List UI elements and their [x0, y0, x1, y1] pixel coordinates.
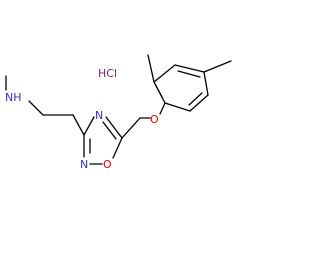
bond-ch2-ring	[72, 114, 85, 136]
bond-ar-6	[164, 102, 191, 112]
atom-n-ring-bottom: N	[80, 158, 88, 171]
atom-o-ring: O	[103, 158, 112, 171]
bond-ar-double-b	[177, 70, 201, 78]
bond-o-aryl	[159, 102, 166, 115]
bond-ortho-methyl	[147, 54, 155, 83]
atom-n-ring-top: N	[95, 109, 103, 122]
bond-para-methyl	[203, 60, 232, 73]
structure-canvas: NH N N O O HCl	[5, 54, 232, 171]
bond-ar-double-a	[154, 83, 163, 98]
bonds	[5, 54, 232, 165]
bond-n-ch2	[28, 100, 44, 116]
atom-n-methylamine: NH	[5, 91, 22, 104]
atom-o-ether: O	[150, 113, 159, 126]
bond-ar-2	[153, 64, 176, 83]
bond-n4-c5	[105, 116, 123, 139]
atom-labels: NH N N O O HCl	[5, 67, 159, 171]
bond-ar-3	[174, 64, 205, 73]
salt-label-hcl: HCl	[98, 67, 117, 80]
bond-c5-o1	[112, 137, 123, 159]
bond-ar-5	[189, 94, 209, 112]
bond-ar-double-c	[188, 92, 203, 106]
bond-c3-n4	[83, 116, 95, 136]
bond-c5-ch2	[121, 117, 141, 139]
bond-ar-4	[203, 71, 209, 96]
bond-n4-c5-double	[102, 121, 117, 140]
molecule-diagram: NH N N O O HCl	[5, 54, 232, 171]
